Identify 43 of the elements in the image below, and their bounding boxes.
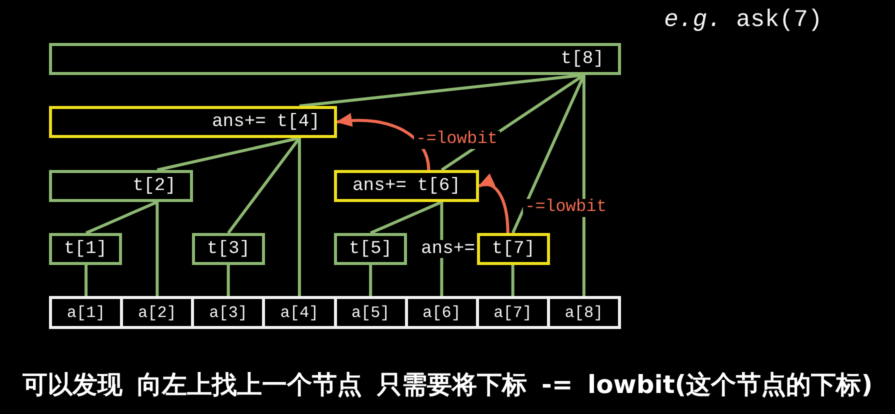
node-label: t[2] [132,177,176,195]
highlighted-tree-node [334,170,479,202]
node-label: t[7] [492,240,536,258]
node-label: a[2] [138,304,176,320]
node-label: a[4] [280,304,319,320]
connector-line [156,202,159,296]
node-label: a[3] [209,304,248,320]
curved-arrow [478,174,510,234]
node-label: a[7] [494,304,532,320]
edge-label: -=lowbit [414,131,500,149]
connector-line [370,200,442,234]
connector-line [511,265,514,296]
node-label: ans+= t[4] [212,113,320,131]
tree-node [334,233,407,265]
connector-line [85,200,158,234]
curved-arrow [336,114,430,170]
array-cell [262,296,336,329]
connector-line [369,265,372,296]
node-annotation: ans+= [420,240,475,258]
tree-node [49,43,621,75]
tree-node [192,233,265,265]
tree-node [49,233,122,265]
node-label: ans+= t[6] [352,177,461,195]
connector-line [156,136,300,172]
highlighted-tree-node [49,106,337,138]
connector-line [582,75,586,296]
connector-line [84,265,88,296]
node-label: a[6] [422,304,461,320]
title: e.g. ask(7) [664,6,822,36]
node-label: t[8] [560,50,604,68]
node-label: a[5] [351,304,390,320]
connector-line [226,265,230,296]
node-label: a[8] [564,304,604,320]
connector-line [298,138,301,296]
connector-line [227,137,301,234]
caption: 可以发现 向左上找上一个节点 只需要将下标 -= lowbit(这个节点的下标) [22,369,873,401]
node-label: t[1] [64,240,108,258]
highlighted-tree-node [477,233,550,265]
node-label: t[3] [206,240,250,258]
connector-line [511,74,586,234]
node-label: t[5] [348,240,392,258]
node-label: a[1] [66,304,106,320]
tree-node [49,170,193,202]
